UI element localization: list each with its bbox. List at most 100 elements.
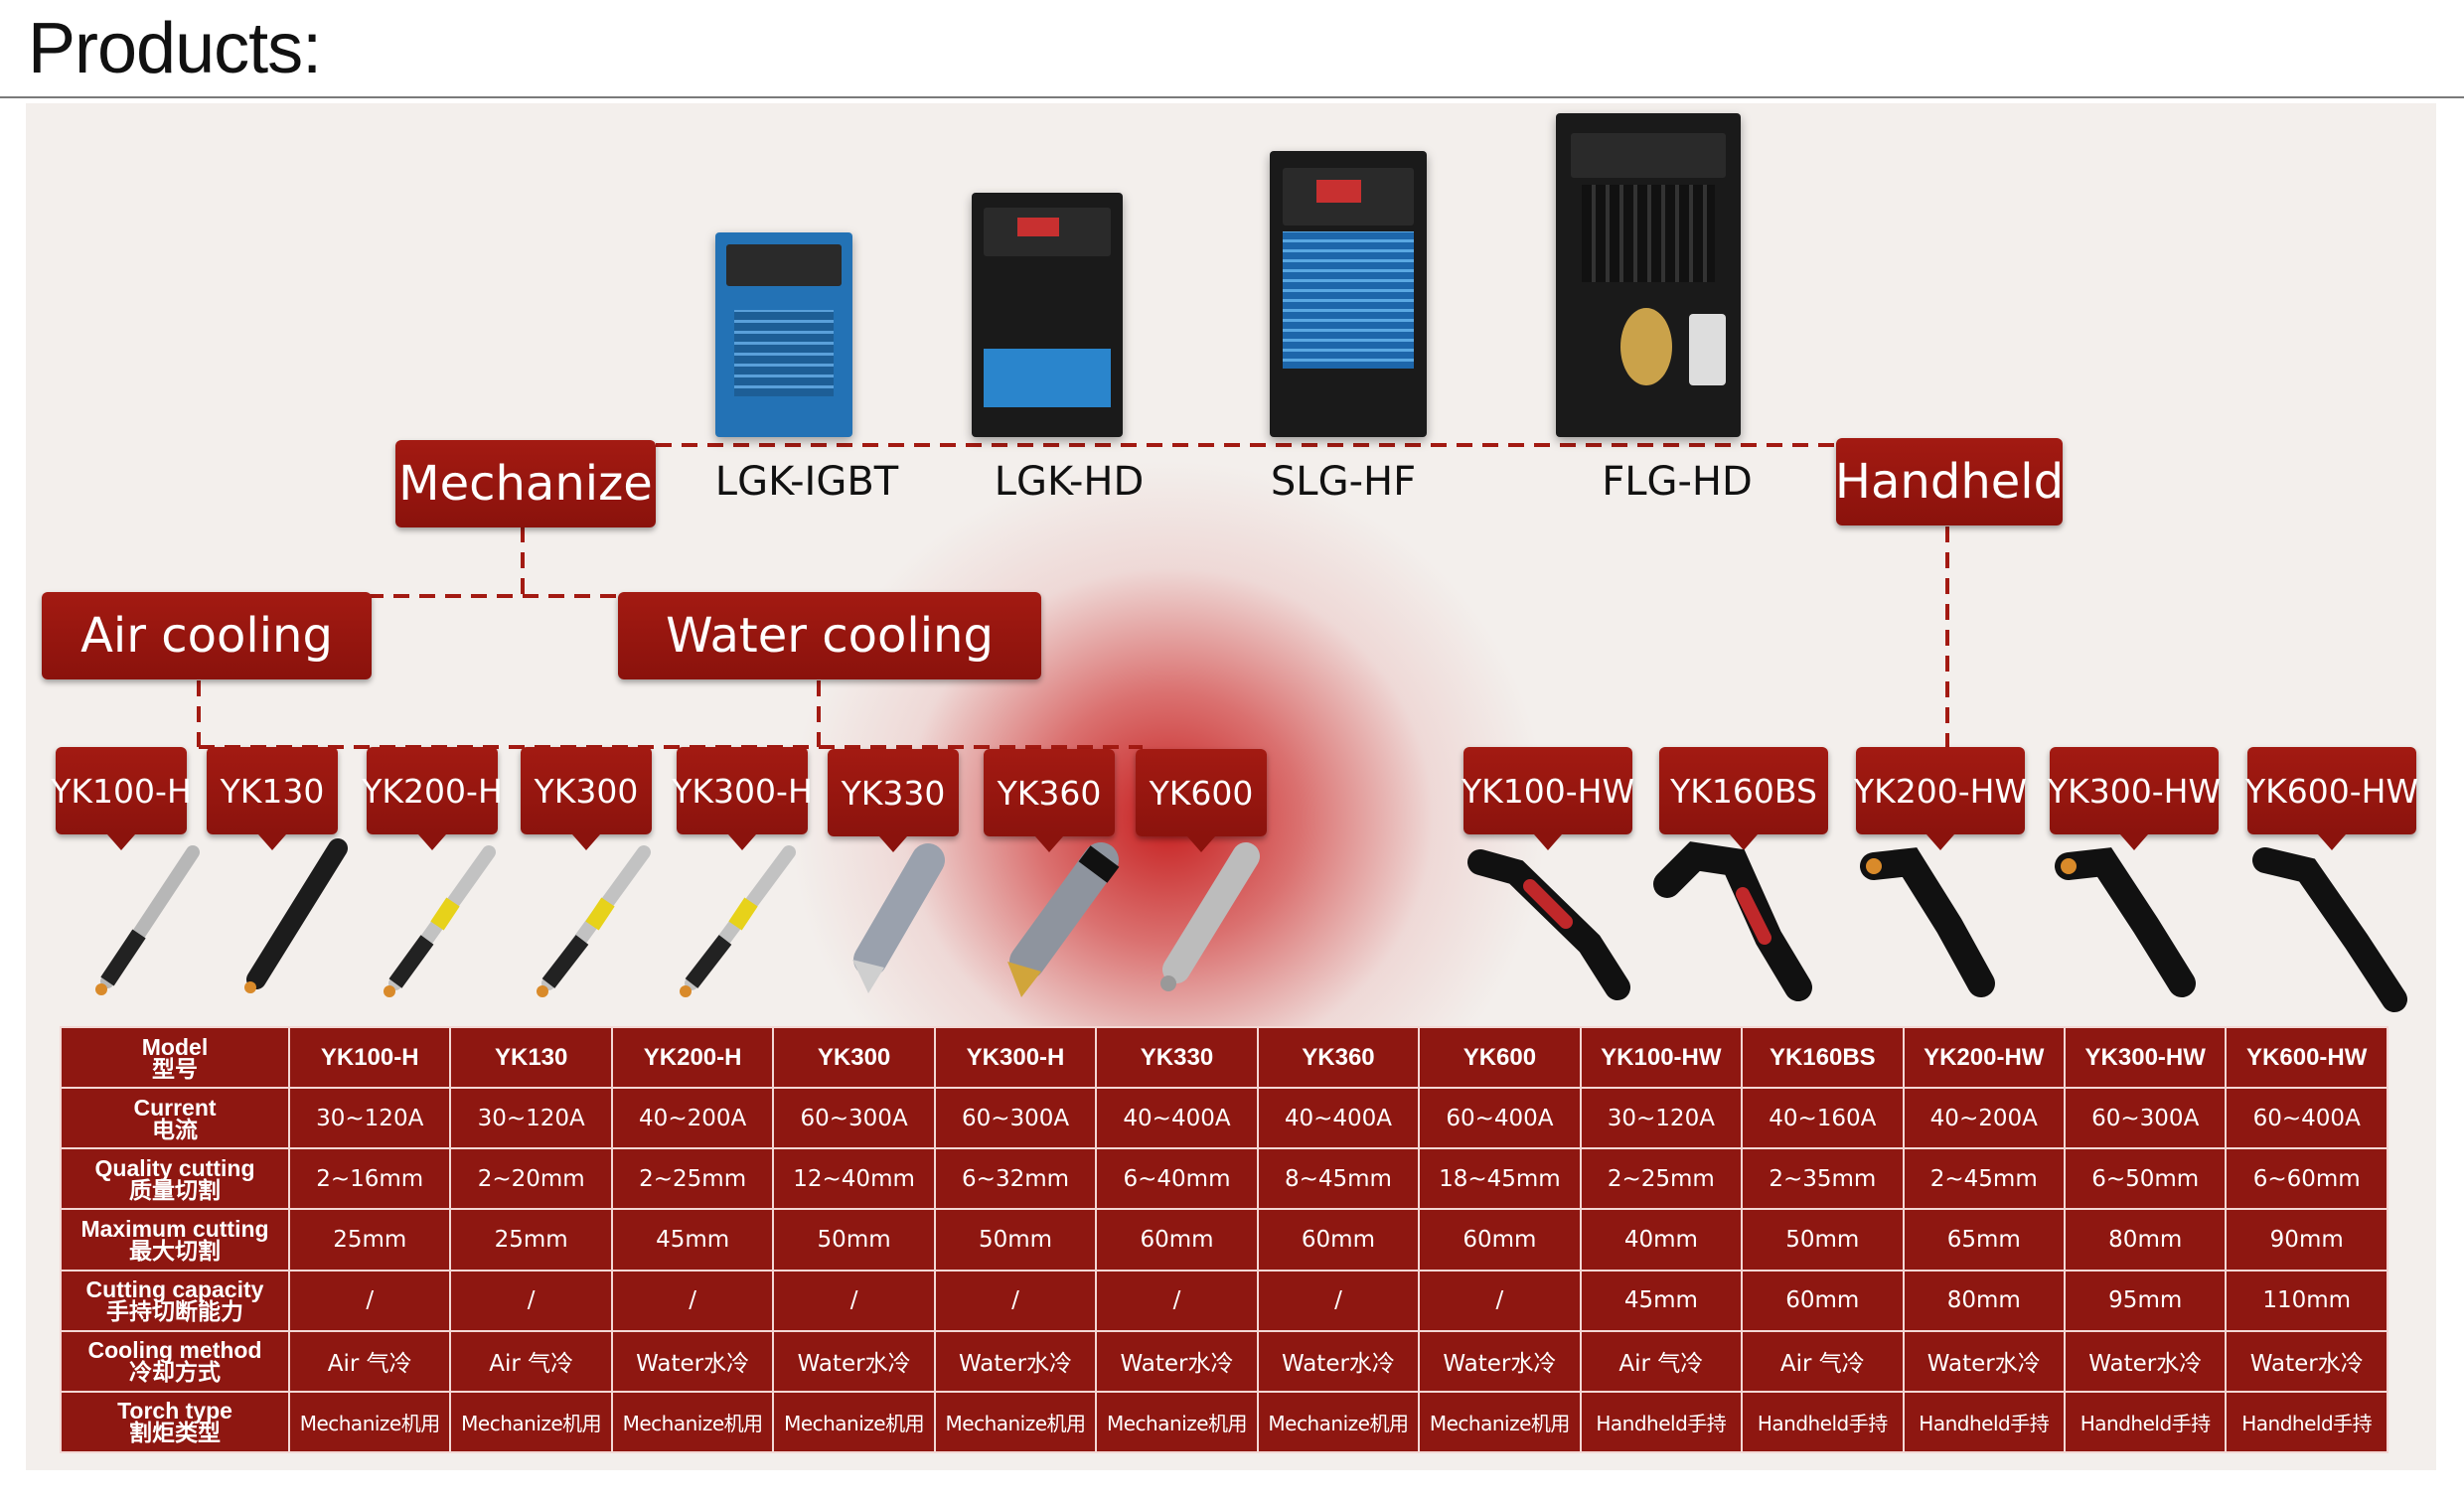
- torch-tag-yk600-hw: YK600-HW: [2245, 747, 2418, 850]
- table-cell: /: [287, 1269, 452, 1332]
- table-cell: 60~400A: [1418, 1087, 1582, 1150]
- table-cell: YK600: [1418, 1025, 1582, 1090]
- table-cell: Mechanize机用: [772, 1390, 936, 1454]
- table-cell: Water水冷: [610, 1329, 775, 1393]
- torch-tag-yk330: YK330: [828, 749, 959, 852]
- torch-tag-yk360: YK360: [984, 749, 1115, 852]
- table-cell: 2~20mm: [449, 1147, 613, 1211]
- page-title: Products:: [28, 9, 322, 88]
- table-cell: 60mm: [1741, 1269, 1905, 1332]
- table-cell: YK300-H: [933, 1025, 1098, 1090]
- table-cell: Mechanize机用: [933, 1390, 1098, 1454]
- torch-image-yk300: [537, 845, 651, 997]
- table-cell: 40~200A: [1902, 1087, 2066, 1150]
- table-cell: Handheld手持: [2225, 1390, 2388, 1454]
- table-cell: 60mm: [1256, 1208, 1421, 1272]
- machine-name: LGK-HD: [994, 459, 1145, 505]
- table-cell: 40~400A: [1256, 1087, 1421, 1150]
- table-cell: /: [1256, 1269, 1421, 1332]
- table-cell: Handheld手持: [1902, 1390, 2066, 1454]
- table-cell: Water水冷: [1256, 1329, 1421, 1393]
- torch-image-yk200-h: [384, 845, 496, 997]
- table-cell: YK360: [1256, 1025, 1421, 1090]
- torch-tag-yk160bs: YK160BS: [1659, 747, 1828, 850]
- table-cell: 60~300A: [933, 1087, 1098, 1150]
- torch-tag-yk300-h: YK300-H: [672, 747, 813, 850]
- torch-image-yk330: [852, 843, 945, 993]
- table-cell: Water水冷: [933, 1329, 1098, 1393]
- table-cell: Handheld手持: [1579, 1390, 1744, 1454]
- table-cell: YK600-HW: [2225, 1025, 2388, 1090]
- table-cell: 60mm: [1095, 1208, 1259, 1272]
- table-cell: Handheld手持: [1741, 1390, 1905, 1454]
- machine-name: SLG-HF: [1270, 459, 1417, 505]
- machine-image-lgk-hd: [972, 193, 1123, 437]
- table-cell: 65mm: [1902, 1208, 2066, 1272]
- table-cell: Water水冷: [1418, 1329, 1582, 1393]
- table-cell: 110mm: [2225, 1269, 2388, 1332]
- torch-image-yk100-hw: [1467, 849, 1630, 1000]
- torch-tag-yk200-h: YK200-H: [362, 747, 503, 850]
- mechanize-label: Mechanize: [395, 440, 656, 527]
- water-cooling-label: Water cooling: [618, 592, 1041, 679]
- table-cell: Mechanize机用: [287, 1390, 452, 1454]
- table-cell: YK300-HW: [2063, 1025, 2228, 1090]
- table-cell: 60~400A: [2225, 1087, 2388, 1150]
- table-cell: 6~40mm: [1095, 1147, 1259, 1211]
- table-cell: Handheld手持: [2063, 1390, 2228, 1454]
- table-cell: YK130: [449, 1025, 613, 1090]
- torch-tag-yk100-hw: YK100-HW: [1462, 747, 1634, 850]
- table-cell: 2~25mm: [610, 1147, 775, 1211]
- table-cell: 2~35mm: [1741, 1147, 1905, 1211]
- table-cell: 90mm: [2225, 1208, 2388, 1272]
- table-cell: YK300: [772, 1025, 936, 1090]
- table-cell: Air 气冷: [449, 1329, 613, 1393]
- table-cell: 60~300A: [2063, 1087, 2228, 1150]
- table-cell: YK100-HW: [1579, 1025, 1744, 1090]
- table-cell: 12~40mm: [772, 1147, 936, 1211]
- torch-tag-yk600: YK600: [1136, 749, 1267, 852]
- air-cooling-label: Air cooling: [42, 592, 372, 679]
- table-cell: Mechanize机用: [449, 1390, 613, 1454]
- machine-image-flg-hd: [1556, 113, 1741, 437]
- handheld-label: Handheld: [1835, 438, 2064, 525]
- table-cell: 6~50mm: [2063, 1147, 2228, 1211]
- torch-tag-yk300-hw: YK300-HW: [2048, 747, 2221, 850]
- torch-image-yk160bs: [1653, 841, 1812, 1001]
- machine-name: FLG-HD: [1602, 459, 1753, 505]
- table-cell: 2~16mm: [287, 1147, 452, 1211]
- table-cell: YK330: [1095, 1025, 1259, 1090]
- torch-tag-yk100-h: YK100-H: [51, 747, 192, 850]
- table-cell: Water水冷: [2225, 1329, 2388, 1393]
- torch-image-yk600-hw: [2252, 847, 2407, 1012]
- title-divider: [0, 96, 2464, 98]
- table-cell: Mechanize机用: [1095, 1390, 1259, 1454]
- table-cell: 2~25mm: [1579, 1147, 1744, 1211]
- table-cell: Air 气冷: [287, 1329, 452, 1393]
- table-cell: 50mm: [772, 1208, 936, 1272]
- table-cell: /: [1095, 1269, 1259, 1332]
- table-cell: Mechanize机用: [610, 1390, 775, 1454]
- table-cell: 80mm: [1902, 1269, 2066, 1332]
- table-cell: 6~60mm: [2225, 1147, 2388, 1211]
- table-cell: YK200-H: [610, 1025, 775, 1090]
- table-cell: 40~200A: [610, 1087, 775, 1150]
- table-cell: Water水冷: [1095, 1329, 1259, 1393]
- table-cell: YK200-HW: [1902, 1025, 2066, 1090]
- torch-tag-yk130: YK130: [207, 747, 338, 850]
- torch-image-yk360: [1007, 842, 1120, 997]
- torch-image-yk130: [244, 838, 348, 993]
- table-cell: 40~400A: [1095, 1087, 1259, 1150]
